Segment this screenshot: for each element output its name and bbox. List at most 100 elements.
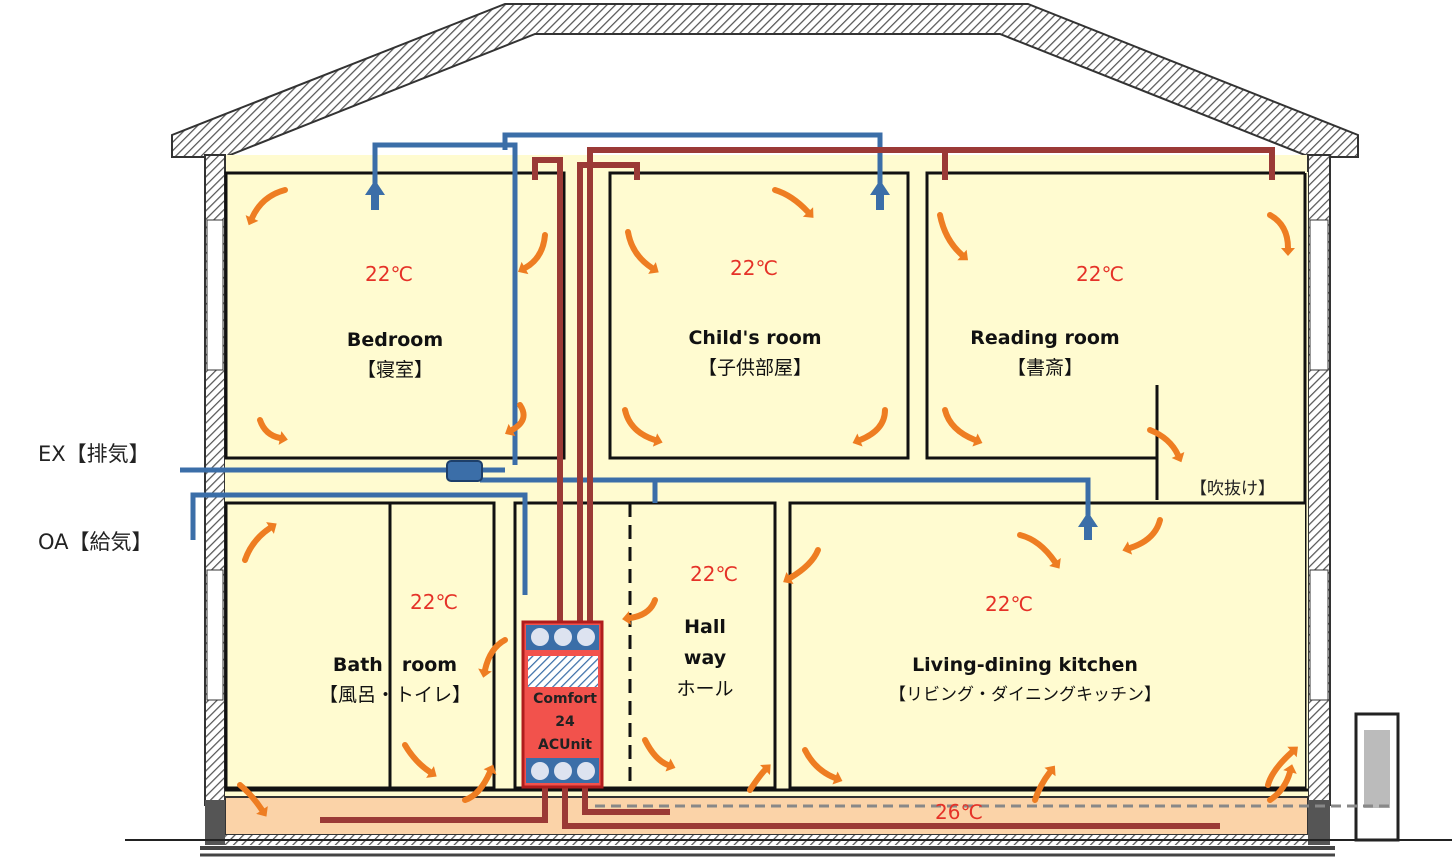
- room-name-en: way: [683, 647, 727, 669]
- bedroom-label: Bedroom 【寝室】: [300, 325, 490, 385]
- room-name-en: Living-dining kitchen: [912, 654, 1138, 676]
- arrowhead-icon: [245, 215, 259, 226]
- airflow-arrow-icon: [1267, 769, 1293, 803]
- arrowhead-icon: [266, 522, 277, 534]
- arrowhead-icon: [760, 764, 771, 775]
- arrowhead-icon: [1283, 764, 1297, 774]
- living-dining-kitchen: [788, 501, 1305, 790]
- bathroom-label: Bath room 【風呂・トイレ】: [290, 650, 500, 710]
- airflow-arrow-icon: [937, 212, 965, 258]
- airflow-arrow-icon: [747, 767, 768, 793]
- arrowhead-icon: [256, 806, 268, 817]
- unit-line: Comfort: [533, 691, 597, 707]
- airflow-arrow-icon: [622, 407, 658, 443]
- airflow-arrow-icon: [1032, 769, 1053, 803]
- arrowhead-icon: [1287, 746, 1298, 758]
- airflow-arrow-icon: [237, 782, 265, 813]
- airflow-arrow-icon: [242, 525, 273, 563]
- airflow-arrow-icon: [1147, 427, 1181, 458]
- reading-room: [925, 171, 1305, 500]
- arrowhead-icon: [652, 433, 663, 447]
- room-name-jp: 【リビング・ダイニングキッチン】: [889, 685, 1161, 705]
- airflow-arrow-icon: [1017, 532, 1058, 565]
- airflow-arrow-icon: [625, 229, 655, 271]
- underfloor-temp: 26℃: [935, 800, 983, 824]
- arrowhead-icon: [852, 433, 863, 447]
- arrowhead-icon: [518, 261, 529, 275]
- arrowhead-icon: [957, 249, 968, 261]
- outdoor-air-label: OA【給気】: [38, 530, 153, 554]
- arrowhead-icon: [648, 262, 659, 274]
- exhaust-ducts: [180, 132, 1091, 595]
- room-name-en: Child's room: [688, 327, 822, 349]
- childs-room-label: Child's room 【子供部屋】: [650, 323, 860, 383]
- unit-line: ACUnit: [538, 737, 592, 753]
- arrowhead-icon: [278, 431, 288, 445]
- airflow-arrow-icon: [1265, 749, 1295, 788]
- exhaust-label: EX【排気】: [38, 442, 150, 466]
- airflow-arrow-icon: [627, 597, 658, 621]
- bedroom-temp: 22℃: [365, 262, 413, 286]
- room-name-jp: 【子供部屋】: [697, 357, 812, 379]
- room-name-jp: 【寝室】: [356, 359, 433, 381]
- childs-room: [608, 171, 910, 460]
- arrowhead-icon: [783, 571, 794, 585]
- arrowhead-icon: [505, 423, 516, 437]
- room-name-en: Hall: [684, 616, 726, 638]
- airflow-arrow-icon: [857, 407, 888, 443]
- comfort-24-ac-unit: [521, 620, 604, 789]
- room-name-jp: 【風呂・トイレ】: [318, 684, 471, 706]
- underfloor-space: [224, 796, 1309, 836]
- arrowhead-icon: [1171, 452, 1185, 463]
- arrowhead-icon: [832, 771, 843, 785]
- ldk-label: Living-dining kitchen 【リビング・ダイニングキッチン】: [860, 650, 1190, 710]
- arrowhead-icon: [1044, 765, 1056, 777]
- airflow-arrow-icon: [402, 742, 433, 775]
- arrowhead-icon: [802, 207, 814, 218]
- airflow-arrow-icon: [787, 547, 821, 581]
- arrowhead-icon: [478, 668, 492, 678]
- airflow-arrow-icon: [942, 407, 978, 443]
- airflow-arrow-icon: [509, 402, 527, 433]
- airflow-arrows: [237, 187, 1298, 817]
- room-name-en: Reading room: [970, 327, 1120, 349]
- airflow-arrow-icon: [257, 417, 283, 441]
- airflow-arrow-icon: [462, 769, 493, 803]
- airflow-arrow-icon: [482, 637, 508, 673]
- arrowhead-icon: [1281, 248, 1295, 256]
- hallway-temp: 22℃: [690, 562, 738, 586]
- unit-line: 24: [555, 714, 575, 730]
- atrium-label: 【吹抜け】: [1190, 479, 1275, 499]
- reading-room-temp: 22℃: [1076, 262, 1124, 286]
- ldk-temp: 22℃: [985, 592, 1033, 616]
- arrowhead-icon: [665, 758, 676, 772]
- arrowhead-icon: [483, 764, 497, 775]
- airflow-arrow-icon: [249, 187, 288, 221]
- arrowhead-icon: [1049, 558, 1061, 569]
- airflow-arrow-icon: [772, 187, 811, 215]
- room-name-en: Bath room: [332, 654, 458, 676]
- airflow-arrow-icon: [1127, 517, 1163, 551]
- airflow-arrow-icon: [522, 232, 548, 271]
- room-name-jp: ホール: [676, 678, 734, 700]
- hallway-label: Hall way ホール: [655, 612, 755, 705]
- bathroom: [224, 501, 496, 790]
- room-name-jp: 【書斎】: [1006, 357, 1083, 379]
- arrowhead-icon: [1122, 541, 1133, 555]
- room-name-en: Bedroom: [346, 329, 444, 351]
- arrowhead-icon: [426, 766, 437, 778]
- childs-room-temp: 22℃: [730, 256, 778, 280]
- airflow-arrow-icon: [642, 737, 671, 768]
- attic-space: [225, 155, 1308, 173]
- arrowhead-icon: [972, 433, 983, 447]
- arrowhead-icon: [622, 611, 632, 625]
- exhaust-fan: [446, 460, 483, 482]
- airflow-arrow-icon: [802, 747, 838, 781]
- return-grille-icons: [365, 180, 1098, 540]
- bathroom-temp: 22℃: [410, 590, 458, 614]
- supply-ducts: [320, 147, 1275, 829]
- reading-room-label: Reading room 【書斎】: [950, 323, 1140, 383]
